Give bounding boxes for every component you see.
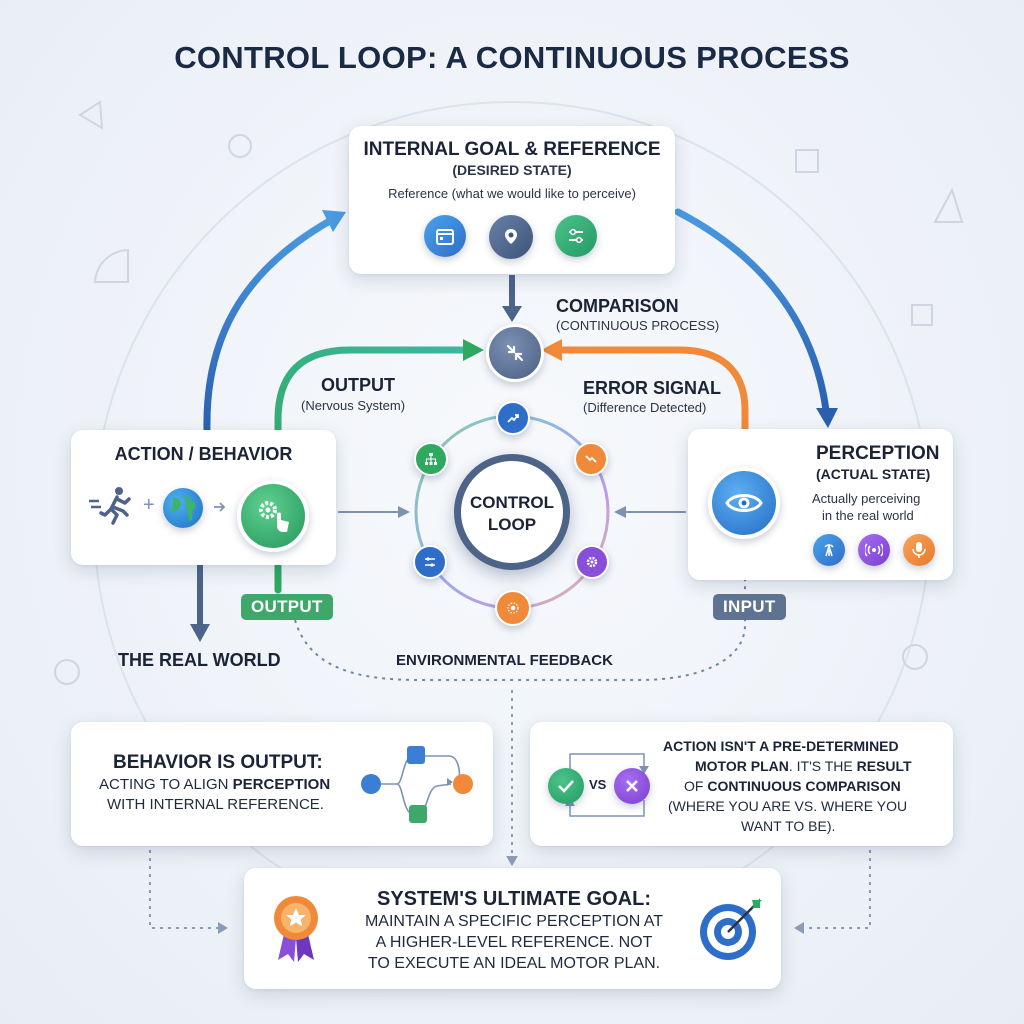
- error-signal-heading: ERROR SIGNAL: [583, 378, 722, 398]
- perception-description-line2: in the real world: [822, 508, 914, 523]
- ultimate-line2: A HIGHER-LEVEL REFERENCE. NOT: [375, 934, 653, 951]
- ultimate-heading: SYSTEM'S ULTIMATE GOAL:: [376, 888, 651, 910]
- action-isnt-line5: WANT TO BE).: [741, 818, 836, 834]
- running-person-icon: [87, 485, 135, 525]
- action-isnt-line1: ACTION ISN'T A PRE-DETERMINED: [663, 738, 899, 754]
- square-decoration: [795, 149, 819, 173]
- hub-label-line2: LOOP: [487, 515, 537, 534]
- output-tag: OUTPUT: [241, 594, 333, 620]
- goal-description: Reference (what we would like to perceiv…: [388, 186, 636, 201]
- ultimate-goal-card: SYSTEM'S ULTIMATE GOAL: MAINTAIN A SPECI…: [244, 868, 781, 989]
- arrowhead: [541, 339, 562, 361]
- hub-label-line1: CONTROL: [469, 493, 555, 512]
- perception-description-line1: Actually perceiving: [812, 491, 921, 506]
- behavior-line2-text: ACTING TO ALIGN: [99, 776, 233, 793]
- signal-icon: [813, 534, 845, 566]
- arrowhead: [463, 339, 484, 361]
- result-emphasis: RESULT: [856, 758, 912, 774]
- microphone-icon: [903, 534, 935, 566]
- motor-plan-emphasis: MOTOR PLAN: [695, 758, 789, 774]
- goal-heading: INTERNAL GOAL & REFERENCE: [363, 139, 661, 160]
- perception-heading: PERCEPTION: [816, 443, 940, 464]
- settings-gear-icon: [575, 545, 609, 579]
- flow-branch-icon: [357, 742, 477, 830]
- triangle-decoration: [933, 187, 964, 223]
- calendar-icon: [424, 215, 466, 257]
- action-heading: ACTION / BEHAVIOR: [114, 444, 293, 464]
- quarter-circle-decoration: [93, 248, 129, 283]
- compare-arrows-icon: [506, 344, 524, 362]
- triangle-decoration: [78, 100, 104, 130]
- action-isnt-card: VS ACTION ISN'T A PRE-DETERMINED MOTOR P…: [530, 722, 953, 846]
- award-badge-icon: [270, 894, 322, 964]
- action-isnt-line4: (WHERE YOU ARE VS. WHERE YOU: [668, 798, 908, 814]
- behavior-line3: WITH INTERNAL REFERENCE.: [107, 796, 324, 813]
- action-isnt-line2-text: . IT'S THE: [788, 758, 857, 774]
- arrowhead: [190, 624, 210, 642]
- arrow-goal-to-perception: [674, 208, 830, 414]
- arrowhead: [502, 306, 522, 322]
- cross-icon: [614, 768, 650, 804]
- trend-down-icon: [574, 442, 608, 476]
- trend-up-icon: [496, 401, 530, 435]
- page-title: CONTROL LOOP: A CONTINUOUS PROCESS: [174, 40, 850, 75]
- output-heading: OUTPUT: [321, 375, 395, 395]
- action-isnt-line2: MOTOR PLAN. IT'S THE RESULT: [695, 758, 912, 774]
- behavior-line2-emphasis: PERCEPTION: [232, 776, 331, 793]
- error-signal-subheading: (Difference Detected): [583, 400, 707, 415]
- environmental-feedback-path: [294, 575, 746, 681]
- vs-label: VS: [589, 777, 607, 792]
- input-tag: INPUT: [713, 594, 786, 620]
- real-world-label: THE REAL WORLD: [118, 650, 281, 670]
- location-pin-icon: [489, 215, 533, 259]
- behavior-heading: BEHAVIOR IS OUTPUT:: [113, 752, 323, 773]
- sun-dial-icon: [495, 590, 531, 626]
- eye-icon: [708, 467, 780, 539]
- behavior-line2: ACTING TO ALIGN PERCEPTION: [99, 776, 330, 793]
- dotted-connector: [149, 850, 222, 929]
- perception-subheading: (ACTUAL STATE): [816, 466, 931, 482]
- continuous-comparison-emphasis: CONTINUOUS COMPARISON: [707, 778, 901, 794]
- circle-decoration: [228, 134, 252, 158]
- checkmark-icon: [548, 768, 584, 804]
- square-decoration: [911, 304, 933, 326]
- comparison-subheading: (CONTINUOUS PROCESS): [556, 318, 720, 333]
- circle-decoration: [54, 659, 80, 685]
- action-behavior-card: ACTION / BEHAVIOR +: [71, 430, 336, 565]
- ultimate-line3: TO EXECUTE AN IDEAL MOTOR PLAN.: [367, 955, 661, 972]
- goal-card: INTERNAL GOAL & REFERENCE (DESIRED STATE…: [349, 126, 675, 274]
- goal-subheading: (DESIRED STATE): [452, 162, 572, 178]
- action-isnt-line3: OF CONTINUOUS COMPARISON: [684, 778, 901, 794]
- dotted-connector: [800, 850, 871, 929]
- action-isnt-line3-text: OF: [684, 778, 708, 794]
- behavior-output-card: BEHAVIOR IS OUTPUT: ACTING TO ALIGN PERC…: [71, 722, 493, 846]
- sliders-icon: [555, 215, 597, 257]
- plus-sign: +: [143, 494, 155, 516]
- output-subheading: (Nervous System): [301, 398, 406, 413]
- comparison-heading: COMPARISON: [556, 296, 679, 316]
- ultimate-line1: MAINTAIN A SPECIFIC PERCEPTION AT: [364, 913, 664, 930]
- control-loop-hub: CONTROL LOOP: [454, 454, 570, 570]
- broadcast-icon: [858, 534, 890, 566]
- arrow-action-to-goal: [203, 214, 339, 434]
- arrow-right-small-icon: [213, 500, 227, 512]
- sliders-small-icon: [413, 545, 447, 579]
- gear-hand-icon: [237, 480, 309, 552]
- arrowhead: [816, 408, 838, 428]
- hierarchy-icon: [414, 442, 448, 476]
- perception-card: PERCEPTION (ACTUAL STATE) Actually perce…: [688, 429, 953, 580]
- arrow-error-signal: [556, 346, 749, 434]
- arrowhead: [322, 210, 346, 232]
- arrow-output-to-comparison: [274, 346, 469, 594]
- comparison-node: [486, 324, 544, 382]
- globe-icon: [163, 488, 203, 528]
- target-icon: [696, 894, 766, 964]
- circle-decoration: [902, 644, 928, 670]
- environmental-feedback-label: ENVIRONMENTAL FEEDBACK: [396, 652, 613, 669]
